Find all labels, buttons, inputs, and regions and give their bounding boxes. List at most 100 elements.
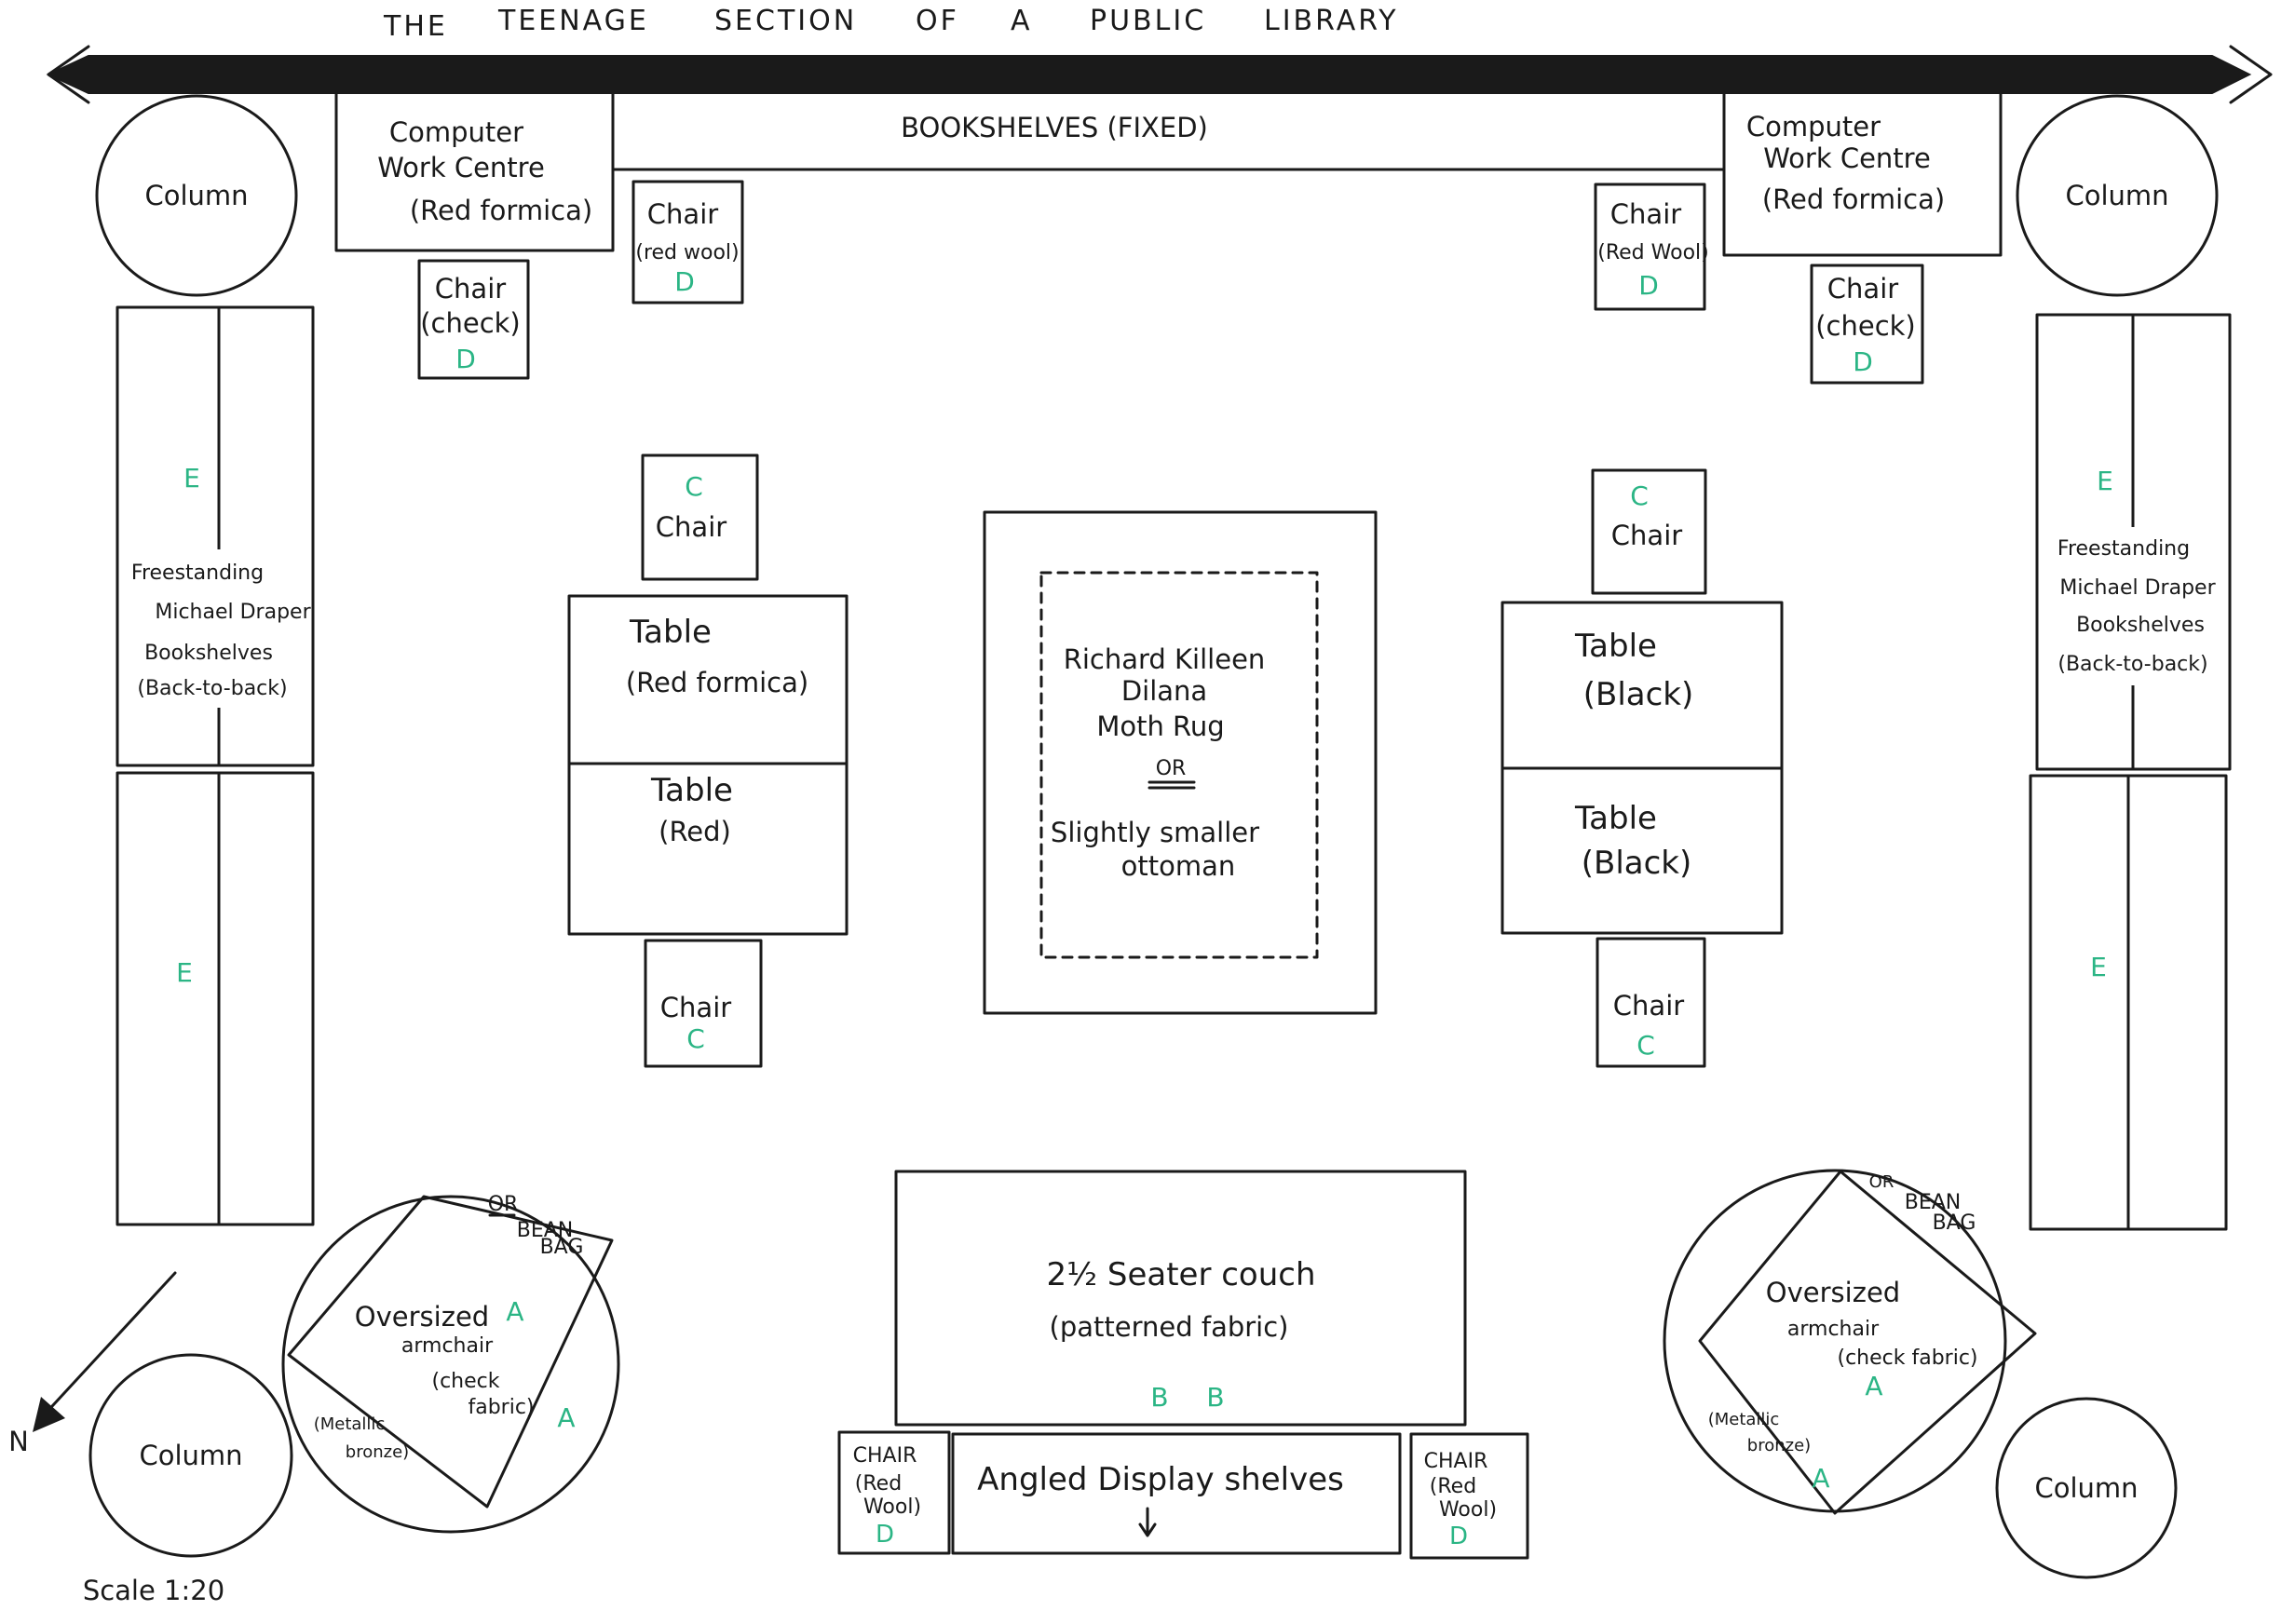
svg-text:Column: Column [2034,1472,2138,1504]
svg-text:Chair: Chair [1613,990,1684,1022]
svg-text:Chair: Chair [656,511,727,543]
svg-text:C: C [685,471,703,502]
moth-rug: Richard Killeen Dilana Moth Rug OR Sligh… [983,510,1378,1015]
svg-text:(Red: (Red [1430,1475,1476,1498]
svg-text:2½ Seater couch: 2½ Seater couch [1046,1256,1315,1293]
svg-text:A: A [506,1296,523,1327]
svg-text:armchair: armchair [1787,1318,1880,1341]
table-black-top: Table (Black) [1501,601,1784,770]
column-top-right: Column [2016,94,2219,297]
svg-text:Freestanding: Freestanding [2057,537,2190,561]
svg-text:Michael Draper: Michael Draper [2059,576,2216,600]
svg-text:Chair: Chair [1610,198,1681,230]
svg-text:C: C [686,1023,705,1054]
svg-text:D: D [455,344,476,374]
column-top-left: Column [95,94,298,297]
svg-text:A: A [1865,1371,1882,1401]
svg-text:Column: Column [2065,180,2168,211]
svg-text:(red wool): (red wool) [635,241,739,264]
svg-text:(Red): (Red) [659,816,731,847]
chair-c-right-bottom: Chair C [1596,937,1706,1068]
svg-text:(Metallic: (Metallic [1708,1410,1780,1429]
svg-text:Chair: Chair [647,198,718,230]
svg-text:Michael Draper: Michael Draper [155,601,311,624]
svg-text:Chair: Chair [1611,520,1682,551]
column-bottom-left: Column [88,1353,293,1558]
svg-text:Chair: Chair [435,273,506,304]
chair-c-left-top: C Chair [641,453,759,581]
svg-text:ottoman: ottoman [1121,850,1236,882]
svg-text:OR: OR [1869,1172,1894,1192]
svg-text:D: D [1449,1522,1468,1550]
chair-check-left: Chair (check) D [417,259,530,380]
svg-text:Column: Column [144,180,248,211]
computer-work-centre-right: Computer Work Centre (Red formica) [1722,88,2003,257]
svg-text:Wool): Wool) [863,1495,921,1519]
armchair-left: OR BEAN BAG Oversized armchair (check fa… [281,1193,620,1534]
svg-text:Freestanding: Freestanding [131,562,264,585]
svg-text:(Back-to-back): (Back-to-back) [2057,653,2207,676]
svg-text:Oversized: Oversized [355,1301,489,1333]
north-label: N [8,1426,29,1457]
plan-title: THE TEENAGE SECTION OF A PUBLIC LIBRARY [383,5,1396,43]
title-word-1: THE [383,10,448,43]
svg-text:BAG: BAG [540,1236,584,1259]
svg-text:(Back-to-back): (Back-to-back) [137,677,287,700]
svg-text:(patterned fabric): (patterned fabric) [1050,1311,1289,1343]
svg-text:Angled Display shelves: Angled Display shelves [977,1461,1344,1498]
svg-text:B: B [1150,1382,1168,1413]
svg-text:Dilana: Dilana [1121,675,1207,707]
title-word-6: PUBLIC [1090,5,1206,37]
svg-text:D: D [1853,346,1873,377]
svg-text:Column: Column [139,1440,242,1471]
svg-text:Chair: Chair [660,992,731,1023]
svg-text:E: E [2097,466,2113,496]
svg-text:(check): (check) [420,307,521,339]
chair-red-wool-bottom-right: CHAIR (Red Wool) D [1409,1432,1529,1560]
svg-text:E: E [176,957,193,988]
title-word-3: SECTION [714,5,857,37]
chair-red-wool-top-right: Chair (Red Wool) D [1594,183,1709,311]
title-word-4: OF [916,5,959,37]
freestanding-bookshelves-left: E Freestanding Michael Draper Bookshelve… [115,305,315,1226]
svg-text:OR: OR [488,1193,519,1216]
svg-text:(check): (check) [1815,310,1916,342]
computer-work-centre-left: Computer Work Centre (Red formica) [334,88,615,252]
svg-text:(Red formica): (Red formica) [626,667,808,698]
svg-text:OR: OR [1156,757,1187,780]
scale-label: Scale 1:20 [83,1575,224,1606]
table-red: Table (Red) [567,762,849,936]
freestanding-bookshelves-right: E Freestanding Michael Draper Bookshelve… [2029,313,2232,1231]
svg-text:Bookshelves: Bookshelves [2076,614,2205,637]
chair-red-wool-top-left: Chair (red wool) D [631,180,744,304]
svg-text:BEAN: BEAN [517,1219,574,1242]
svg-text:C: C [1636,1030,1655,1061]
chair-check-right: Chair (check) D [1810,264,1924,385]
svg-text:Bookshelves: Bookshelves [144,642,273,665]
back-wall-arrow [46,45,2273,104]
svg-text:(Black): (Black) [1583,676,1694,713]
angled-display-shelves: Angled Display shelves [951,1432,1402,1555]
bookshelves-fixed-label: BOOKSHELVES (FIXED) [901,112,1208,143]
svg-text:CHAIR: CHAIR [1424,1450,1488,1473]
svg-text:(Metallic: (Metallic [314,1414,386,1434]
svg-text:A: A [557,1402,575,1433]
svg-text:armchair: armchair [401,1334,494,1358]
svg-text:Table: Table [1574,628,1657,665]
chair-c-left-bottom: Chair C [644,939,763,1068]
svg-text:B: B [1206,1382,1224,1413]
svg-text:A: A [1812,1463,1829,1494]
svg-text:Wool): Wool) [1439,1498,1497,1522]
table-black-bottom: Table (Black) [1501,766,1784,935]
svg-text:Computer: Computer [389,116,523,148]
svg-text:C: C [1630,480,1649,511]
svg-text:D: D [1638,270,1659,301]
couch: 2½ Seater couch (patterned fabric) B B [894,1170,1467,1427]
column-bottom-right: Column [1995,1397,2178,1579]
north-arrow-icon: N [8,1271,177,1457]
svg-text:(Black): (Black) [1582,845,1692,882]
svg-text:BEAN: BEAN [1905,1191,1962,1214]
svg-text:Table: Table [650,772,733,809]
svg-text:Richard Killeen: Richard Killeen [1064,643,1266,675]
